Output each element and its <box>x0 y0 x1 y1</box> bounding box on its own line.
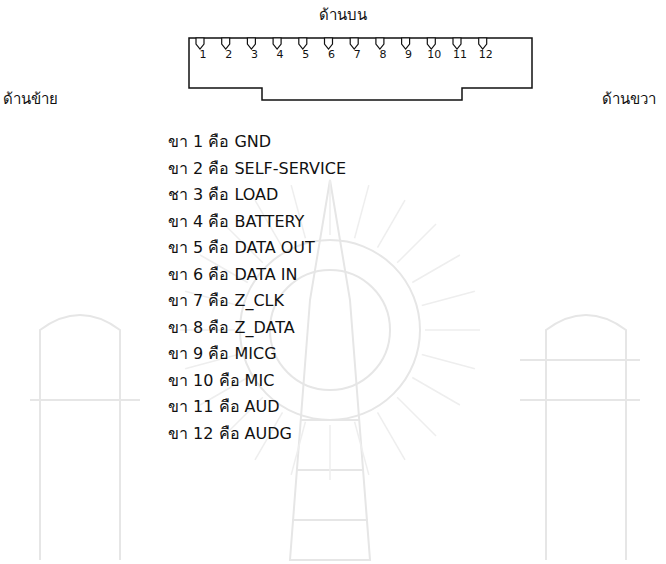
pin-number: 12 <box>479 48 493 61</box>
pin-number: 1 <box>200 48 207 61</box>
pin-contact <box>427 38 435 49</box>
emblem-watermark <box>30 180 640 560</box>
pin-number: 9 <box>405 48 412 61</box>
pin-assignment: ขา 10 คือ MIC <box>168 371 274 390</box>
pin-number: 11 <box>453 48 467 61</box>
watermark-ray <box>355 422 369 475</box>
pin-contact <box>376 38 384 49</box>
pin-number: 3 <box>251 48 258 61</box>
watermark-ray <box>329 180 331 235</box>
pin-assignment: ชา 3 คือ LOAD <box>168 185 278 204</box>
pin-number: 6 <box>328 48 335 61</box>
pin-assignment: ขา 12 คือ AUDG <box>168 424 292 443</box>
pin-contact <box>479 38 487 49</box>
pin-number: 10 <box>427 48 441 61</box>
watermark-ray <box>355 185 369 238</box>
side-label: ด้านข้าย <box>3 90 58 108</box>
side-label: ด้านบน <box>319 6 367 24</box>
pin-assignment: ขา 2 คือ SELF-SERVICE <box>168 159 346 178</box>
watermark-ray <box>329 425 331 480</box>
pin-contacts <box>196 38 487 49</box>
pin-number: 5 <box>302 48 309 61</box>
watermark-ray <box>291 422 305 475</box>
watermark-ray <box>412 255 460 283</box>
pin-number: 7 <box>354 48 361 61</box>
pin-contact <box>222 38 230 49</box>
pin-number: 4 <box>277 48 284 61</box>
pin-assignment: ขา 8 คือ Z_DATA <box>168 318 295 337</box>
pin-contact <box>299 38 307 49</box>
pin-assignment: ขา 7 คือ Z_CLK <box>168 291 284 310</box>
watermark-ray <box>397 397 436 436</box>
pin-contact <box>273 38 281 49</box>
watermark-ray <box>378 412 406 460</box>
watermark-ray <box>412 378 460 406</box>
pin-number: 2 <box>225 48 232 61</box>
pin-assignment: ขา 4 คือ BATTERY <box>168 212 304 231</box>
connector-housing <box>189 38 532 100</box>
pin-assignment: ขา 11 คือ AUD <box>168 397 280 416</box>
watermark-ray <box>378 200 406 248</box>
pin-assignment: ขา 1 คือ GND <box>168 132 271 151</box>
pin-contact <box>350 38 358 49</box>
watermark-ray <box>397 224 436 263</box>
watermark-ray <box>425 329 480 331</box>
pin-contact <box>325 38 333 49</box>
pin-number: 8 <box>379 48 386 61</box>
pin-assignment: ขา 9 คือ MICG <box>168 344 277 363</box>
pin-assignment: ขา 6 คือ DATA IN <box>168 265 297 284</box>
side-label: ด้านขวา <box>602 90 656 108</box>
pin-assignment: ขา 5 คือ DATA OUT <box>168 238 315 257</box>
pin-contact <box>196 38 204 49</box>
pin-contact <box>402 38 410 49</box>
watermark-ray <box>422 291 475 305</box>
pin-contact <box>247 38 255 49</box>
watermark-ray <box>422 355 475 369</box>
pin-contact <box>453 38 461 49</box>
